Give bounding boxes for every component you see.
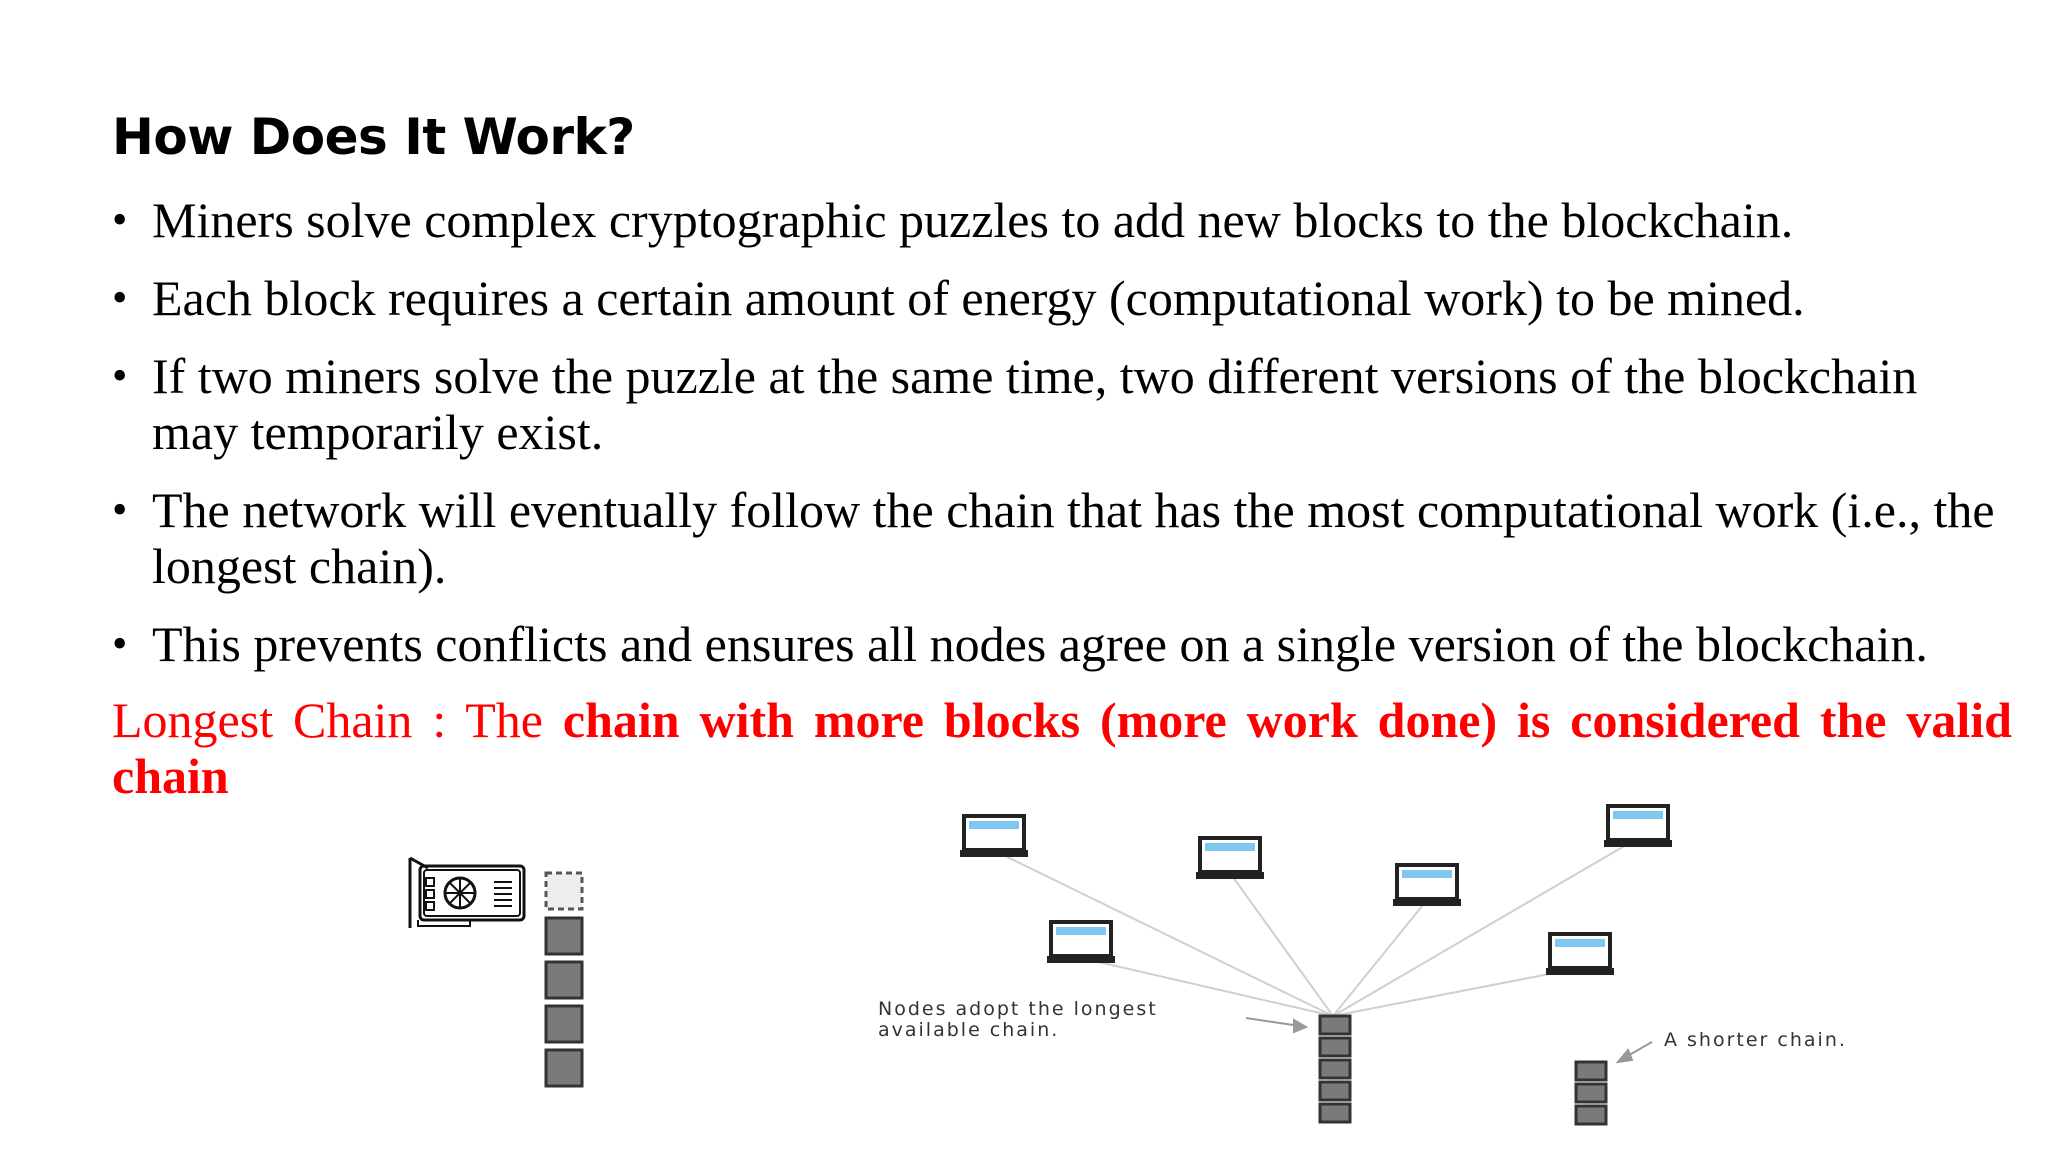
pending-block bbox=[544, 871, 584, 911]
shorter-chain bbox=[1574, 1060, 1608, 1126]
chain-block bbox=[1318, 1058, 1352, 1080]
bullet-list: • Miners solve complex cryptographic puzz… bbox=[112, 192, 2012, 694]
chain-block bbox=[1318, 1102, 1352, 1124]
definition-emphasis: chain with more blocks (more work done) … bbox=[112, 692, 2012, 804]
chain-block bbox=[1574, 1082, 1608, 1104]
longest-chain bbox=[1318, 1014, 1352, 1124]
laptop-icon bbox=[960, 814, 1028, 857]
chain-block bbox=[1574, 1060, 1608, 1082]
shorter-chain-label: A shorter chain. bbox=[1664, 1029, 1847, 1051]
bullet-dot: • bbox=[112, 619, 128, 668]
bullet-dot: • bbox=[112, 485, 128, 534]
chain-block bbox=[544, 916, 584, 956]
longest-chain-label: Nodes adopt the longest bbox=[878, 998, 1158, 1020]
bullet-text: Miners solve complex cryptographic puzzl… bbox=[152, 192, 1794, 248]
longest-chain-label-line2: available chain. bbox=[878, 1019, 1059, 1041]
chain-block bbox=[1574, 1104, 1608, 1126]
chain-block bbox=[1318, 1036, 1352, 1058]
chain-block bbox=[544, 1048, 584, 1088]
bullet-item: • This prevents conflicts and ensures all… bbox=[112, 616, 2012, 672]
bullet-text: Each block requires a certain amount of … bbox=[152, 270, 1805, 326]
label-arrow bbox=[1245, 1017, 1653, 1064]
bullet-item: • The network will eventually follow the … bbox=[112, 482, 2012, 594]
laptop-icon bbox=[1604, 804, 1672, 847]
bullet-text: This prevents conflicts and ensures all … bbox=[152, 616, 1928, 672]
chain-block bbox=[544, 1004, 584, 1044]
bullet-dot: • bbox=[112, 351, 128, 400]
bullet-item: • If two miners solve the puzzle at the s… bbox=[112, 348, 2012, 460]
chain-block bbox=[1318, 1014, 1352, 1036]
slide-title: How Does It Work? bbox=[112, 108, 635, 166]
chain-block bbox=[1318, 1080, 1352, 1102]
laptop-icon bbox=[1196, 836, 1264, 879]
gpu-mining-card-icon bbox=[408, 856, 526, 928]
laptop-icon bbox=[1546, 932, 1614, 975]
laptop-icon bbox=[1393, 863, 1461, 906]
laptop-icon bbox=[1047, 920, 1115, 963]
bullet-item: • Each block requires a certain amount of… bbox=[112, 270, 2012, 326]
bullet-text: The network will eventually follow the c… bbox=[152, 482, 1995, 594]
bullet-item: • Miners solve complex cryptographic puzz… bbox=[112, 192, 2012, 248]
bullet-dot: • bbox=[112, 195, 128, 244]
bullet-dot: • bbox=[112, 273, 128, 322]
single-chain bbox=[544, 871, 584, 1088]
bullet-text: If two miners solve the puzzle at the sa… bbox=[152, 348, 1918, 460]
chain-block bbox=[544, 960, 584, 1000]
network-links bbox=[992, 837, 1639, 1017]
definition-prefix: Longest Chain : The bbox=[112, 692, 563, 748]
longest-chain-definition: Longest Chain : The chain with more bloc… bbox=[112, 692, 2012, 804]
